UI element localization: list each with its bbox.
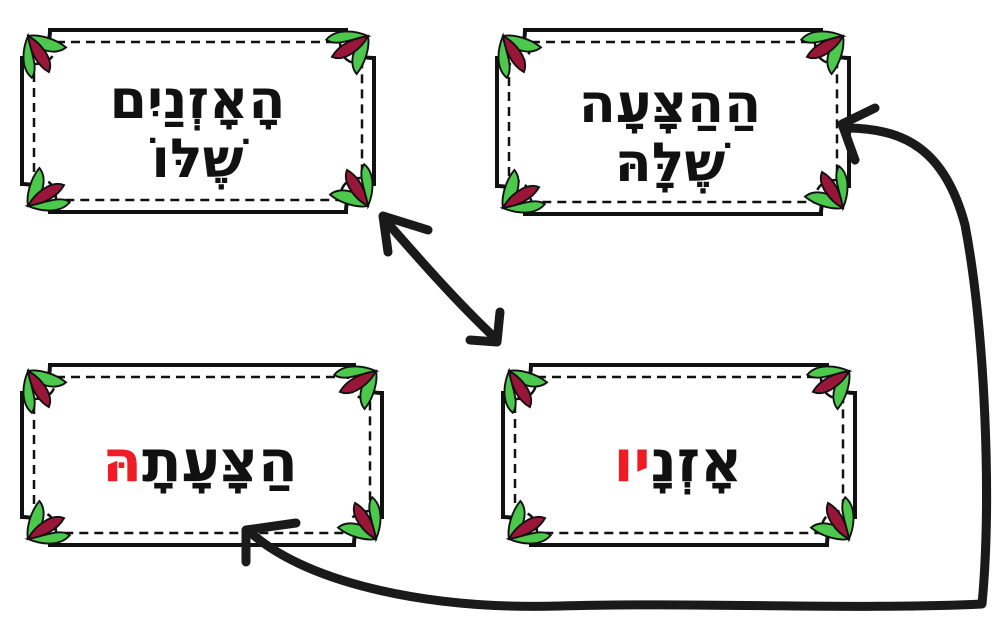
arrow-head-top: [378, 211, 433, 257]
arrow-head-right-end: [837, 103, 880, 165]
card-bottom-left: [20, 363, 384, 547]
arrow-head-bottom: [465, 307, 505, 347]
arrow-head-left-end: [241, 518, 301, 567]
card-top-left: [20, 28, 376, 214]
double-arrow-left-link: [378, 211, 505, 347]
card-top-right: [495, 28, 851, 216]
card-frame-outer: [20, 28, 376, 214]
card-frame-outer: [495, 28, 851, 216]
card-bottom-right: [501, 363, 857, 547]
loop-arrow-right: [241, 103, 992, 611]
card-frame-outer: [501, 363, 857, 547]
card-frame-outer: [20, 363, 384, 547]
